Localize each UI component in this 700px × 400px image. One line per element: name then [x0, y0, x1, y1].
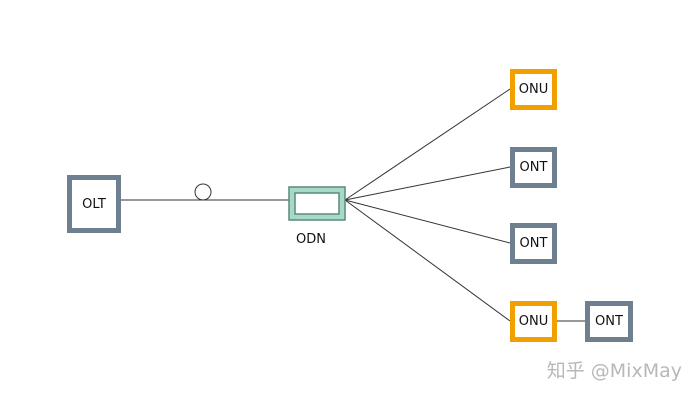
branch-line-onu-top [344, 88, 511, 201]
olt-label: OLT [82, 196, 106, 212]
fiber-connector-circle [194, 183, 212, 201]
ont-label: ONT [519, 236, 548, 251]
onu-node-bottom: ONU [510, 301, 557, 342]
odn-label: ODN [296, 232, 326, 247]
ont-node-upper: ONT [510, 147, 557, 188]
branch-line-onu-bottom [344, 199, 511, 322]
ont-node-middle: ONT [510, 223, 557, 264]
onu-label: ONU [518, 82, 549, 97]
watermark: 知乎 @MixMay [546, 360, 682, 382]
ont-node-chained: ONT [585, 301, 633, 342]
ont-label: ONT [519, 160, 548, 175]
olt-node: OLT [67, 175, 121, 233]
onu-node-top: ONU [510, 69, 557, 110]
branch-line-ont-upper [344, 166, 511, 201]
ont-label: ONT [595, 314, 623, 329]
onu-label: ONU [518, 314, 549, 329]
odn-splitter [288, 186, 346, 221]
branch-line-ont-middle [344, 199, 511, 244]
